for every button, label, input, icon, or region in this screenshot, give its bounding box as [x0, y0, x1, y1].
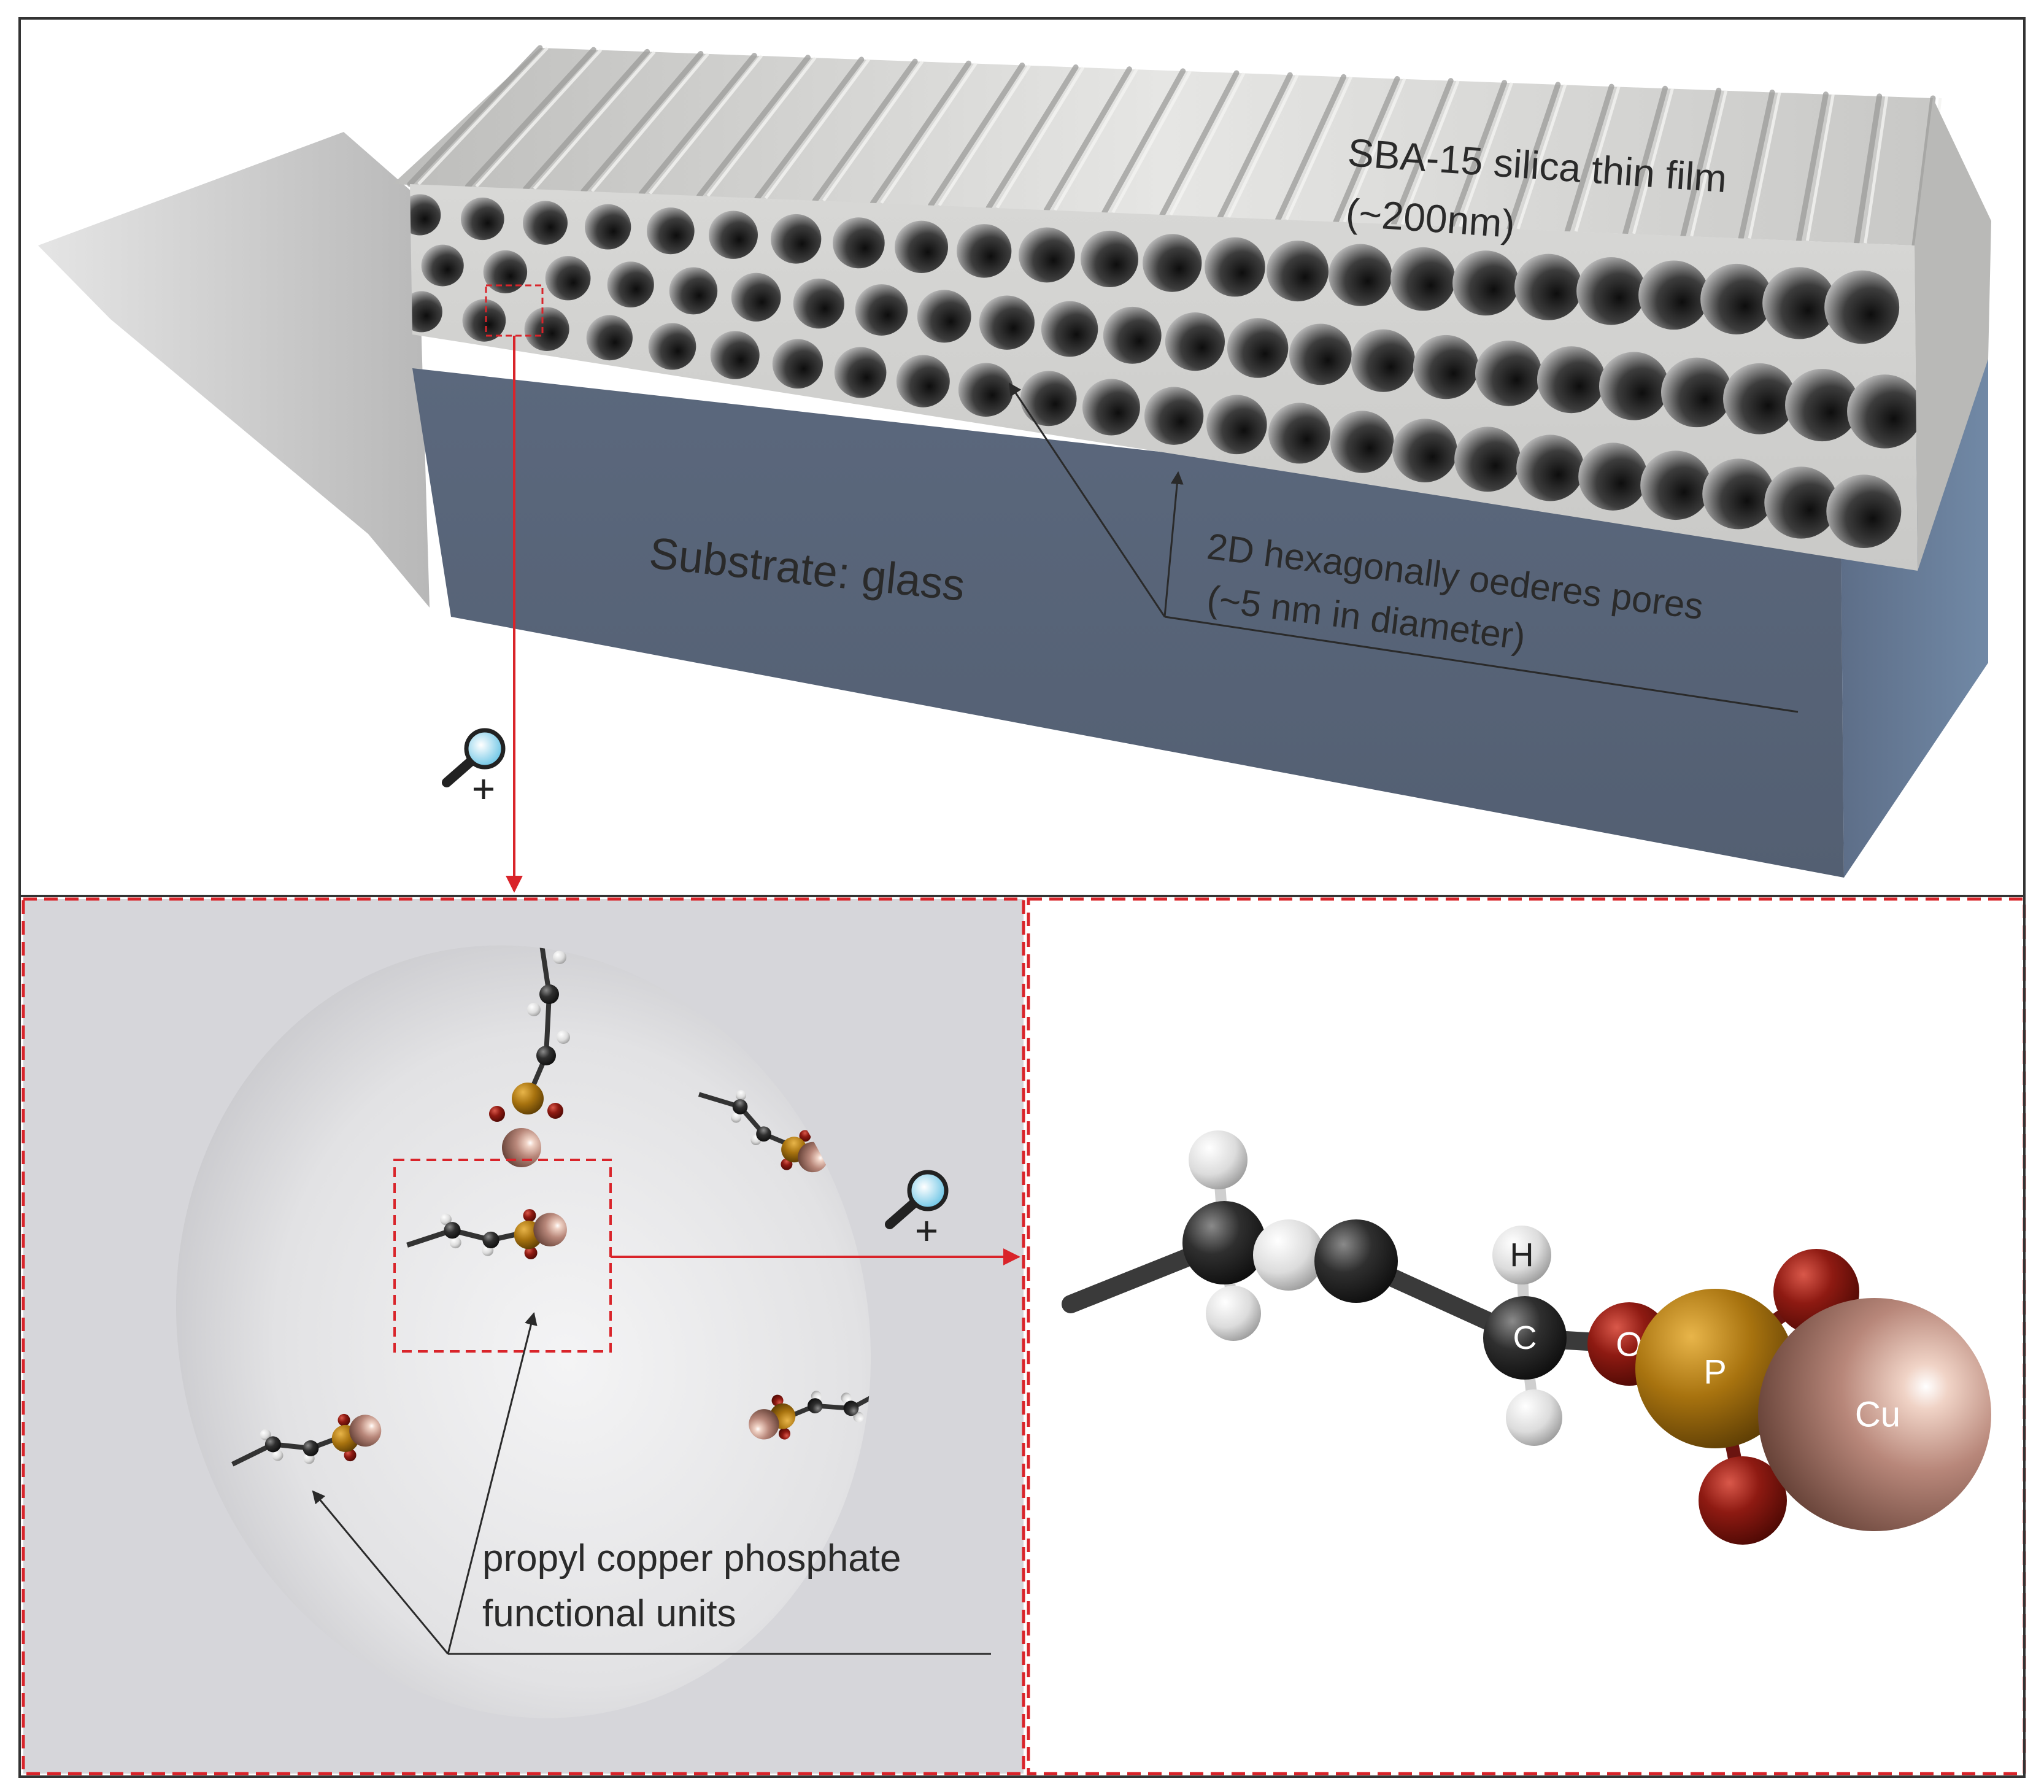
hydrogen-atom	[1189, 1130, 1248, 1189]
units-arrow-1	[312, 1490, 449, 1655]
propyl-copper-phosphate-molecule: H C O P Cu	[1062, 1130, 1991, 1545]
magnifier-zoom-in-icon	[442, 728, 506, 799]
pores-leader-line	[1164, 616, 1799, 713]
phosphorus-atom	[1635, 1289, 1795, 1448]
film-grooves	[407, 45, 1942, 249]
copper-label: Cu	[1855, 1395, 1900, 1435]
functional-unit	[749, 1386, 890, 1440]
units-label-line2: functional units	[482, 1593, 736, 1635]
functional-unit	[231, 1413, 382, 1467]
copper-atom	[1758, 1298, 1991, 1531]
carbon-atom	[1483, 1296, 1567, 1380]
functional-unit	[489, 932, 570, 1167]
functional-unit	[406, 1209, 567, 1259]
pore-array	[410, 194, 1918, 548]
magnifier-zoom-in-icon	[885, 1170, 949, 1241]
carbon-label: C	[1513, 1319, 1537, 1356]
film-block	[38, 45, 1991, 878]
hydrogen-label: H	[1510, 1237, 1534, 1273]
hydrogen-atom	[1492, 1226, 1551, 1284]
oxygen-atom	[1699, 1456, 1787, 1545]
units-arrow-2	[447, 1311, 538, 1655]
block-shadow	[38, 132, 430, 608]
hydrogen-atom	[1206, 1286, 1261, 1341]
hydrogen-atom	[1253, 1219, 1324, 1291]
units-label-line1: propyl copper phosphate	[482, 1537, 901, 1580]
pores-arrow-2	[1163, 471, 1184, 617]
pores-arrow-1	[1008, 382, 1166, 617]
zoom-region-box	[485, 284, 544, 337]
functional-unit	[698, 1090, 828, 1173]
pore-disc	[175, 932, 890, 1718]
hydrogen-atom	[1506, 1389, 1562, 1446]
carbon-atom	[1314, 1219, 1398, 1303]
carbon-atom	[1182, 1201, 1266, 1284]
film-side	[1915, 98, 1991, 571]
phosphorus-label: P	[1703, 1353, 1726, 1391]
